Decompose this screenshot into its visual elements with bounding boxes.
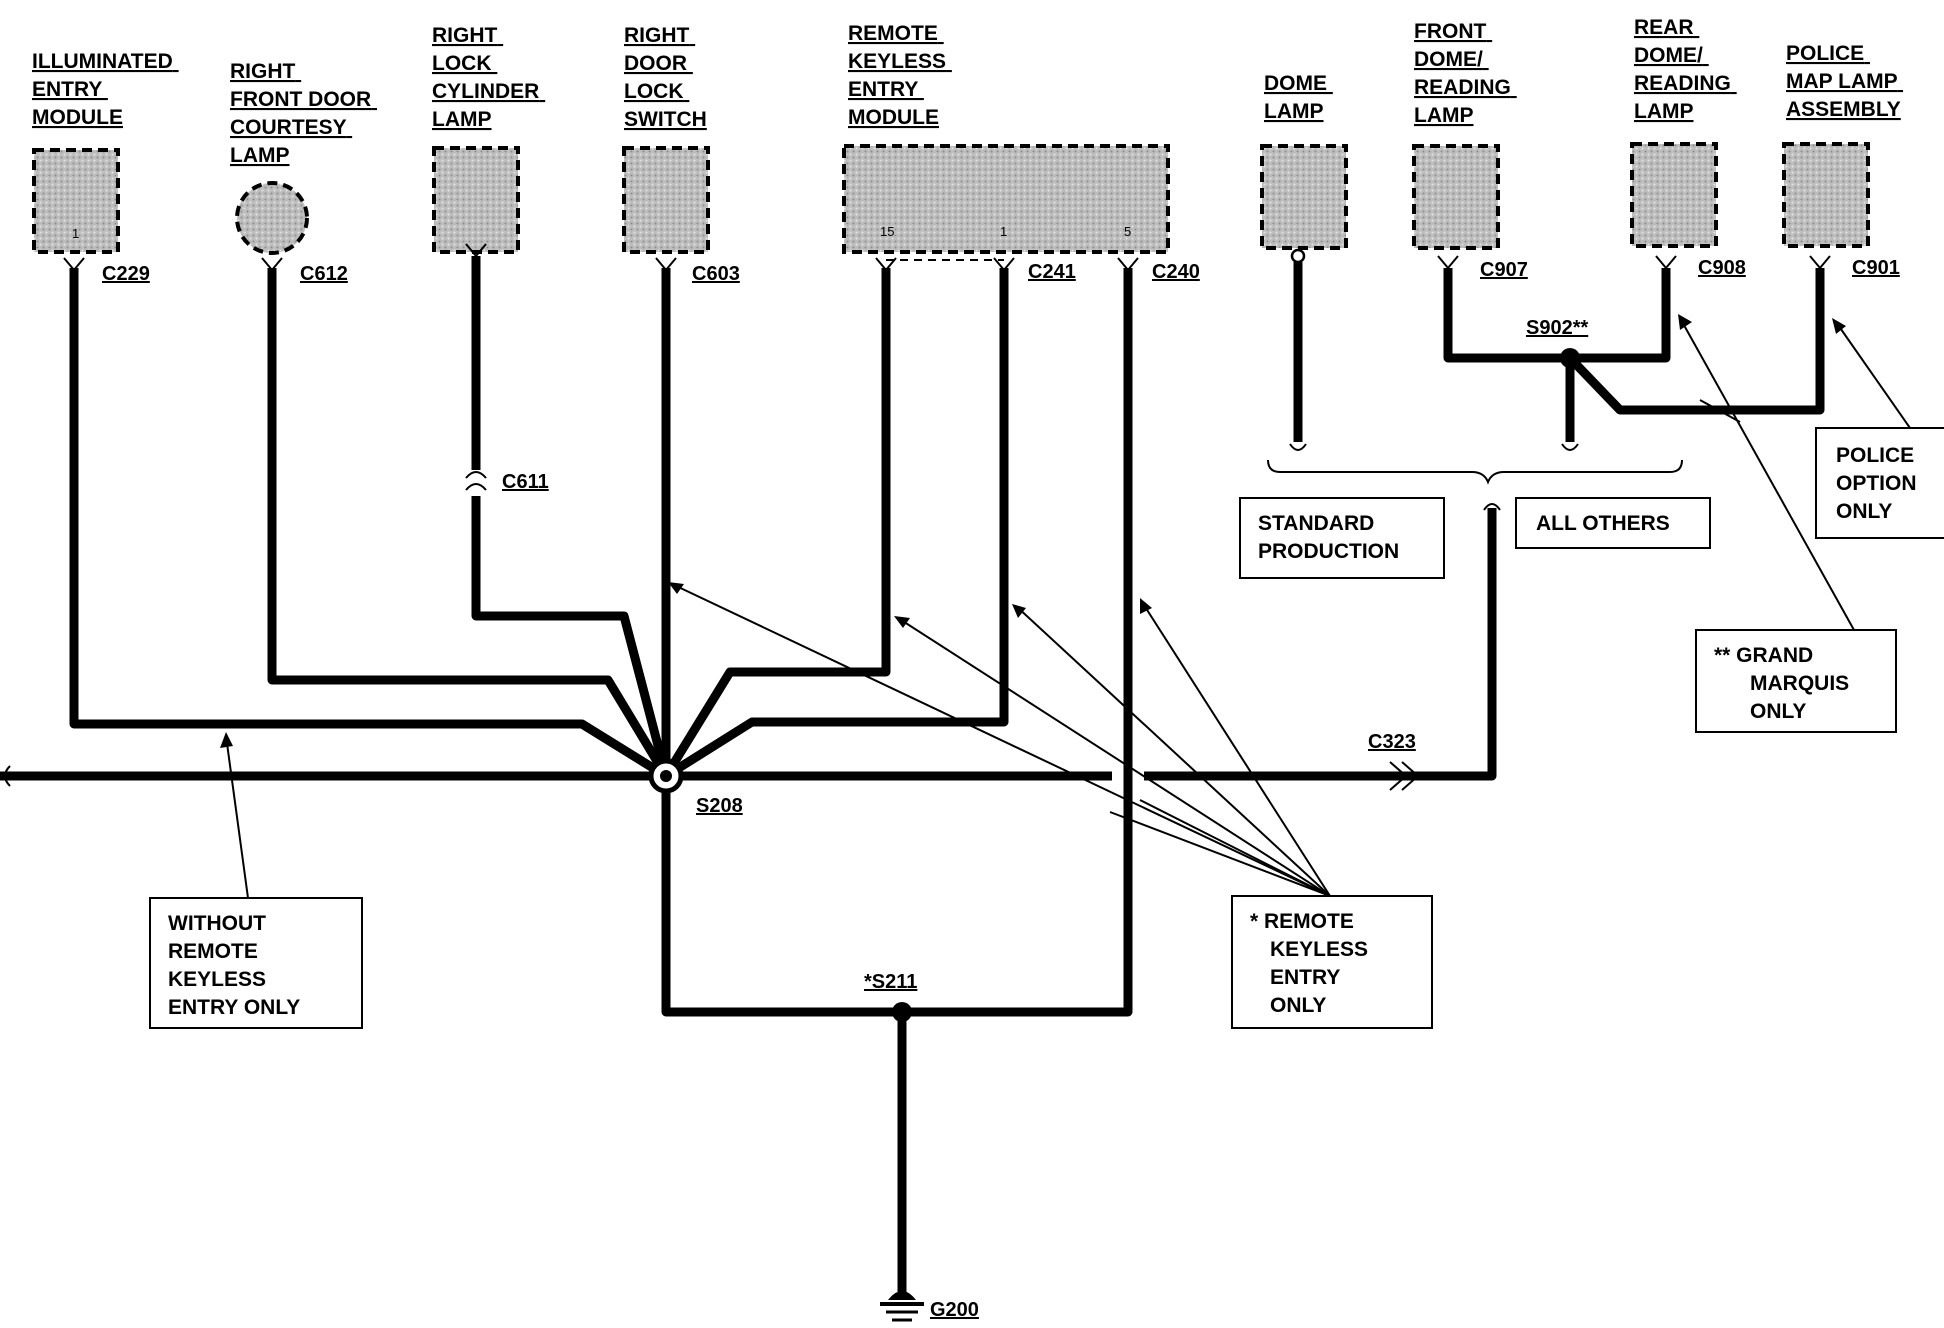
option-brace <box>1267 459 1683 485</box>
rke-pin-1: 1 <box>1000 224 1007 239</box>
splice-s211-label: *S211 <box>864 971 917 993</box>
connector-c323: C323 <box>1368 731 1416 753</box>
connector-c241: C241 <box>1028 261 1076 283</box>
lock-cylinder-lamp-body <box>432 146 520 254</box>
police-option-box <box>1815 427 1944 539</box>
front-dome-reading-lamp-label: FRONT DOME/ READING LAMP <box>1414 20 1517 127</box>
illuminated-entry-module-label: ILLUMINATED ENTRY MODULE <box>32 50 179 129</box>
all-others-box <box>1515 497 1711 549</box>
police-map-lamp-assembly-label: POLICE MAP LAMP ASSEMBLY <box>1786 42 1903 121</box>
connector-c611: C611 <box>502 471 549 493</box>
dome-lamp-terminal <box>1290 248 1306 264</box>
splice-s211 <box>892 1002 912 1022</box>
illuminated-entry-module-pin: 1 <box>72 226 79 241</box>
leader-arrowheads <box>220 314 1846 748</box>
connector-c229: C229 <box>102 263 150 285</box>
illuminated-entry-module-body <box>32 148 120 254</box>
grand-marquis-note: ** GRAND MARQUIS ONLY <box>1714 644 1855 723</box>
connector-c908: C908 <box>1698 257 1746 279</box>
connector-c612: C612 <box>300 263 348 285</box>
police-option-note: POLICE OPTION ONLY <box>1836 444 1922 523</box>
splice-s208-label: S208 <box>696 795 743 817</box>
right-lock-cylinder-lamp-label: RIGHT LOCK CYLINDER LAMP <box>432 24 545 131</box>
leader-lines <box>225 317 1911 899</box>
rke-pin-5: 5 <box>1124 224 1131 239</box>
rke-only-note-box <box>1231 895 1433 1029</box>
right-door-lock-switch-label: RIGHT DOOR LOCK SWITCH <box>624 24 707 131</box>
left-edge-connector <box>4 765 11 787</box>
standard-production-box <box>1239 497 1445 579</box>
rke-only-note: * REMOTE KEYLESS ENTRY ONLY <box>1250 910 1374 1017</box>
rke-pin-15: 15 <box>880 224 894 239</box>
c323-top-hook <box>1483 503 1501 511</box>
splice-s208-dot <box>660 770 672 782</box>
wires <box>0 256 1825 1298</box>
connector-c603: C603 <box>692 263 740 285</box>
courtesy-lamp-body <box>235 181 309 255</box>
rear-dome-reading-lamp-label: REAR DOME/ READING LAMP <box>1634 16 1737 123</box>
remote-keyless-entry-module-label: REMOTE KEYLESS ENTRY MODULE <box>848 22 952 129</box>
dome-lamp-label: DOME LAMP <box>1264 72 1333 123</box>
without-rke-note-box <box>149 897 363 1029</box>
remote-keyless-entry-module-body <box>842 144 1170 254</box>
connector-c901: C901 <box>1852 257 1900 279</box>
front-dome-reading-lamp-body <box>1412 144 1500 250</box>
rear-dome-reading-lamp-body <box>1630 142 1718 248</box>
without-rke-note: WITHOUT REMOTE KEYLESS ENTRY ONLY <box>168 912 300 1019</box>
dome-lamp-body <box>1260 144 1348 250</box>
c323-connector-symbol <box>1389 761 1420 791</box>
right-front-door-courtesy-lamp-label: RIGHT FRONT DOOR COURTESY LAMP <box>230 60 377 167</box>
door-lock-switch-body <box>622 146 710 254</box>
ground-g200-label: G200 <box>930 1299 979 1321</box>
splice-s902 <box>1560 348 1580 368</box>
dome-lamp-bottom-hook <box>1289 443 1307 451</box>
s902-bottom-hook <box>1561 443 1579 451</box>
splice-s902-label: S902** <box>1526 317 1588 339</box>
ground-symbol <box>880 1291 924 1322</box>
all-others-note: ALL OTHERS <box>1536 512 1670 535</box>
police-map-lamp-body <box>1782 142 1870 248</box>
connector-c907: C907 <box>1480 259 1528 281</box>
grand-marquis-box <box>1695 629 1897 733</box>
c611-inline-connector <box>464 470 488 496</box>
standard-production-note: STANDARD PRODUCTION <box>1258 512 1399 563</box>
connector-c240: C240 <box>1152 261 1200 283</box>
